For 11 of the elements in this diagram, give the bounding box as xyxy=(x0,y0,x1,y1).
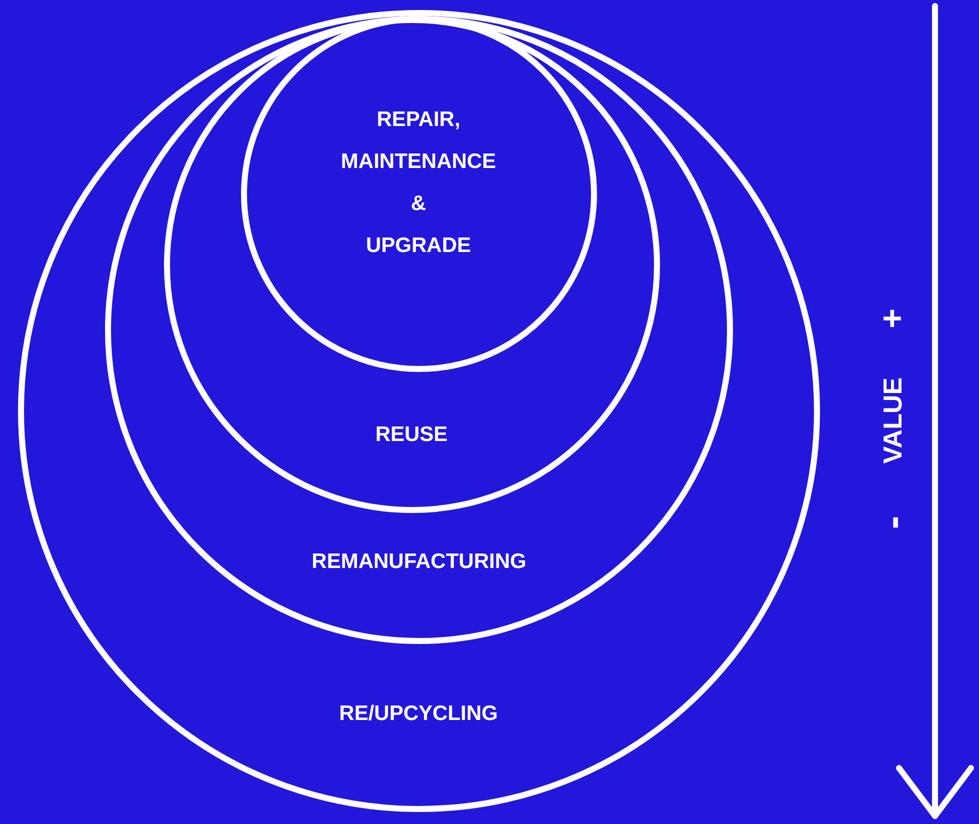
axis-label: VALUE xyxy=(878,376,909,464)
circle xyxy=(18,10,820,812)
plus-sign: + xyxy=(873,308,912,328)
circle-label: REUSE xyxy=(374,422,449,448)
circle-label: REMANUFACTURING xyxy=(310,549,528,575)
circle xyxy=(164,17,660,513)
circle-label: REPAIR, MAINTENANCE & UPGRADE xyxy=(340,107,498,259)
minus-sign: - xyxy=(870,515,916,529)
circle xyxy=(105,16,733,644)
circle xyxy=(240,16,596,372)
circle-label: RE/UPCYCLING xyxy=(338,701,499,727)
